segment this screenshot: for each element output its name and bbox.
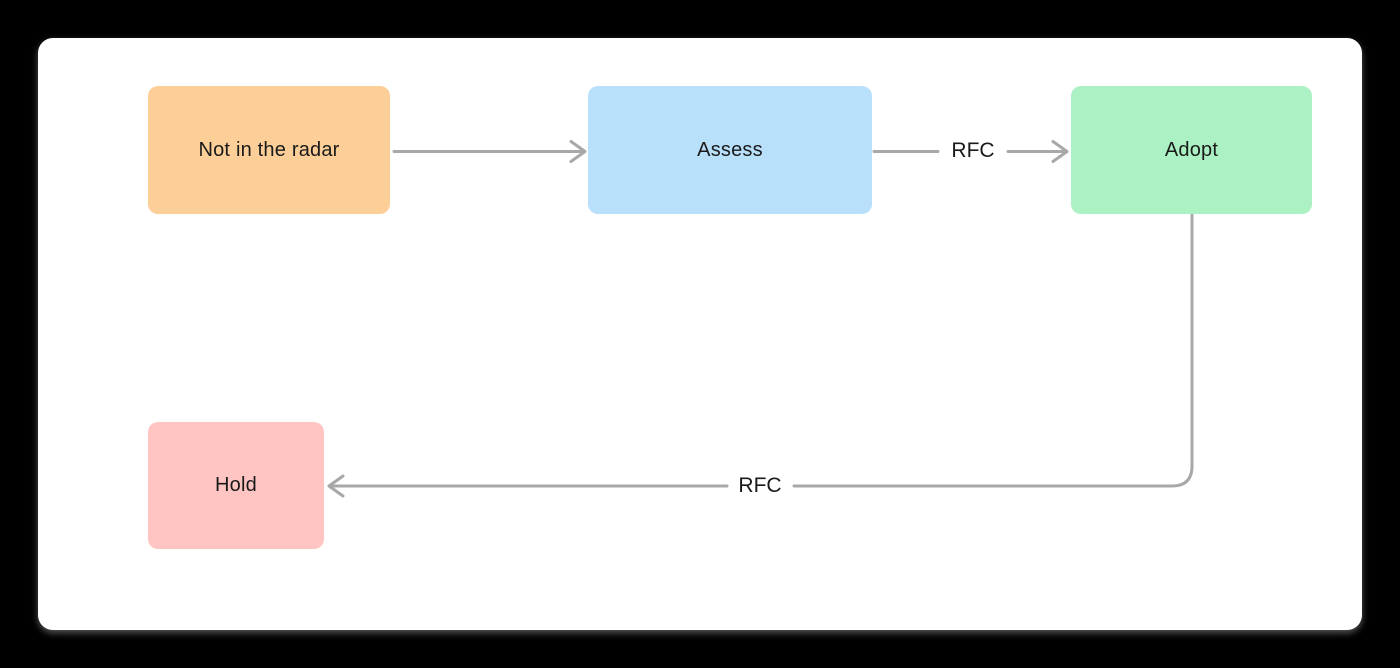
- node-assess[interactable]: Assess: [588, 86, 872, 214]
- node-not-in-radar[interactable]: Not in the radar: [148, 86, 390, 214]
- node-hold[interactable]: Hold: [148, 422, 324, 549]
- node-hold-label: Hold: [215, 474, 257, 496]
- node-not-in-radar-label: Not in the radar: [198, 138, 340, 161]
- node-adopt[interactable]: Adopt: [1071, 86, 1312, 214]
- edge-label-assess-adopt: RFC: [951, 139, 995, 162]
- edge-label-adopt-hold: RFC: [738, 474, 782, 497]
- node-assess-label: Assess: [697, 138, 763, 161]
- node-adopt-label: Adopt: [1164, 138, 1219, 161]
